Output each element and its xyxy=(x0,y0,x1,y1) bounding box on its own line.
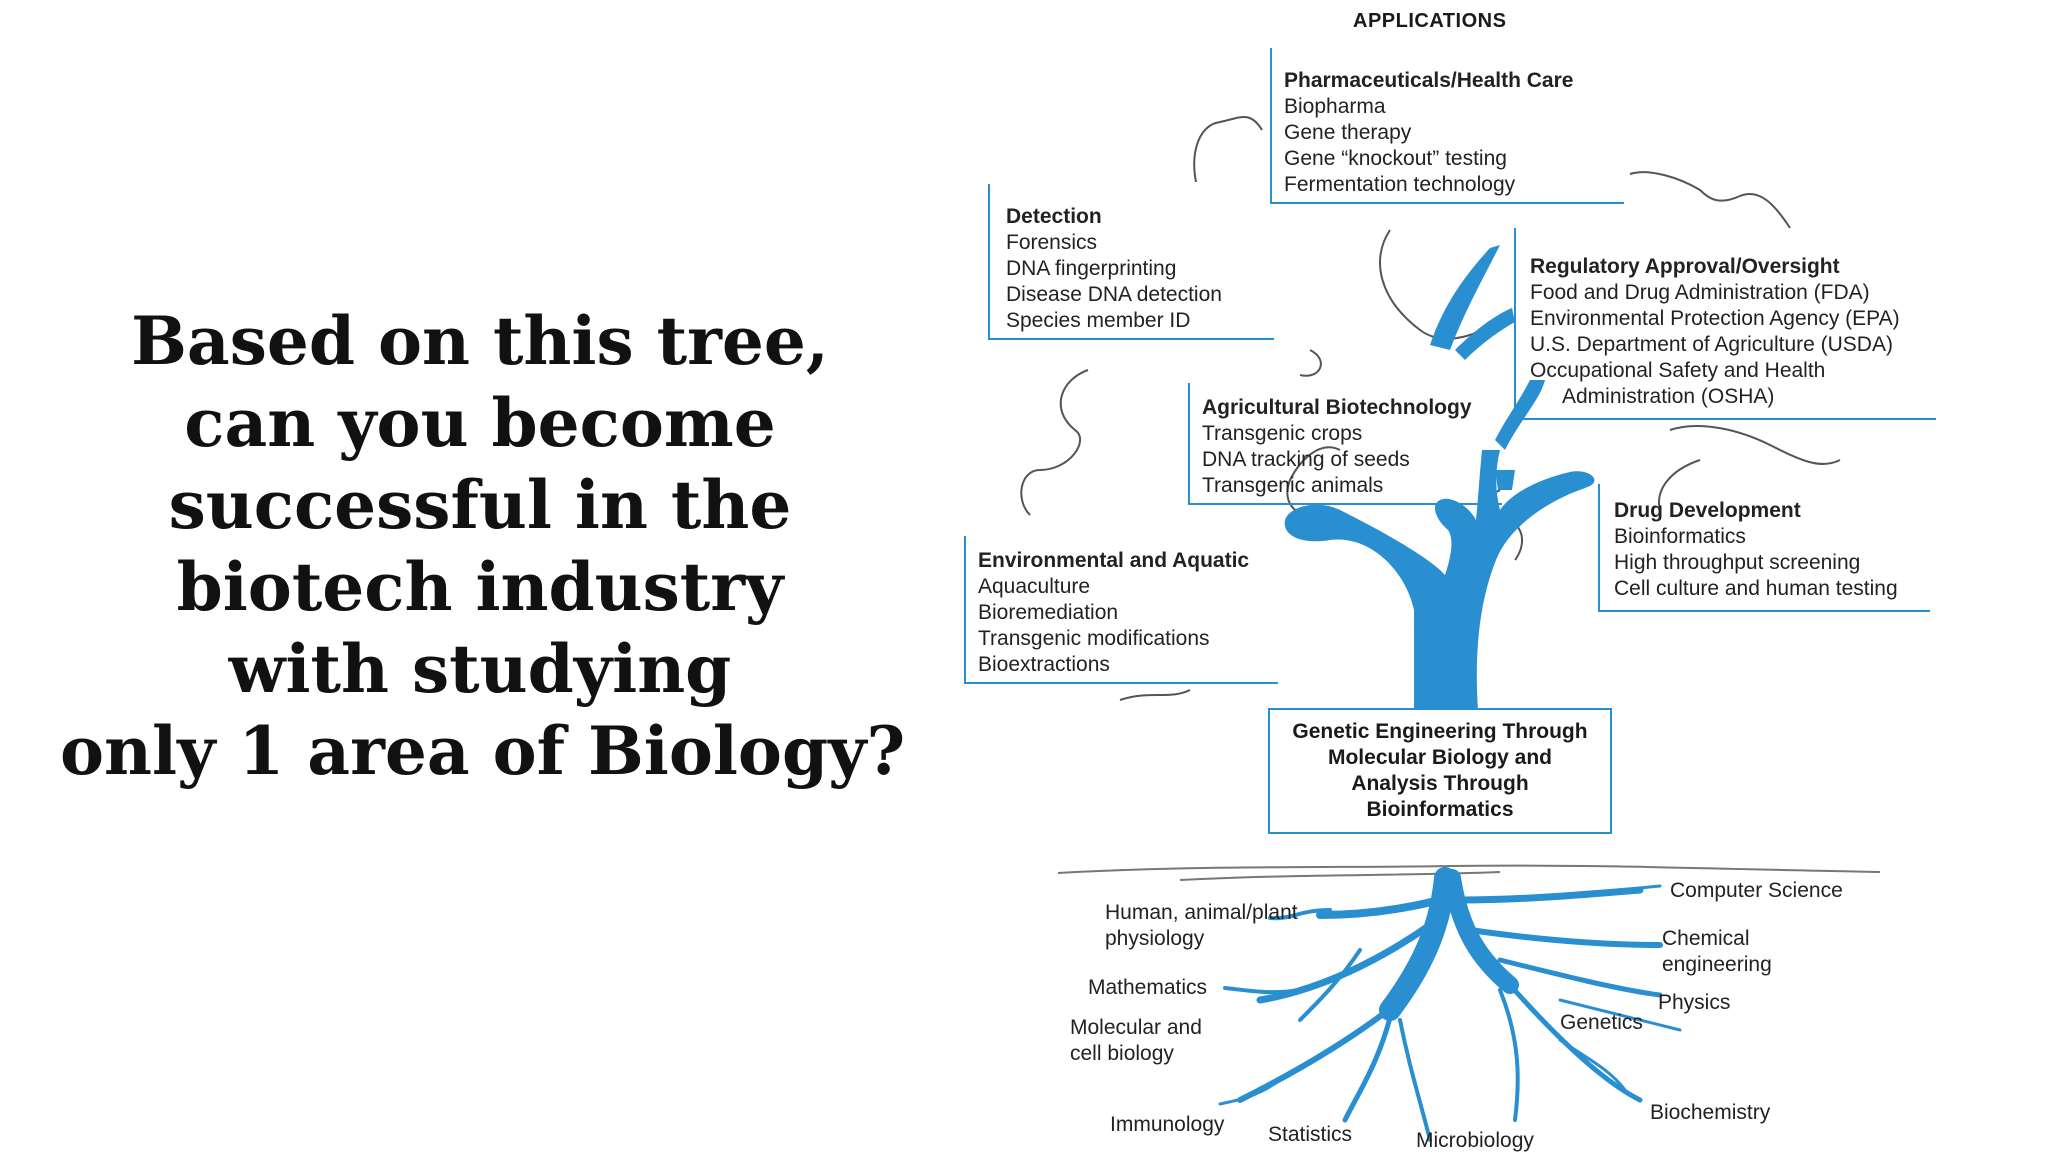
pharma-item: Gene therapy xyxy=(1284,121,1412,144)
root-label-line: Human, animal/plant xyxy=(1105,901,1298,924)
regulatory-item: Occupational Safety and Health xyxy=(1530,359,1826,382)
tree-roots xyxy=(1218,867,1682,1142)
root-label-statistics: Statistics xyxy=(1268,1123,1353,1146)
core-box: Genetic Engineering Through Molecular Bi… xyxy=(1268,708,1612,834)
environmental-item: Bioremediation xyxy=(978,601,1119,624)
ground-line xyxy=(1057,864,1881,881)
core-line: Bioinformatics xyxy=(1366,798,1514,821)
root-label-physics: Physics xyxy=(1658,991,1731,1014)
root-label-chemical-engineering: Chemical engineering xyxy=(1662,926,1772,978)
root-label-line: physiology xyxy=(1105,927,1205,950)
regulatory-box: Regulatory Approval/Oversight Food and D… xyxy=(1514,228,1936,420)
regulatory-item: U.S. Department of Agriculture (USDA) xyxy=(1530,333,1893,356)
question-line-1: Based on this tree, xyxy=(131,302,829,380)
agricultural-item: Transgenic animals xyxy=(1202,474,1384,497)
detection-item: Disease DNA detection xyxy=(1006,283,1222,306)
agricultural-item: Transgenic crops xyxy=(1202,422,1363,445)
question-line-3: successful in the xyxy=(168,466,792,544)
core-line: Molecular Biology and xyxy=(1327,746,1553,769)
question-line-4: biotech industry xyxy=(176,548,784,626)
environmental-item: Transgenic modifications xyxy=(978,627,1210,650)
regulatory-item: Administration (OSHA) xyxy=(1562,385,1775,408)
root-label-computer-science: Computer Science xyxy=(1670,879,1843,902)
agricultural-box: Agricultural Biotechnology Transgenic cr… xyxy=(1188,383,1502,505)
detection-box: Detection Forensics DNA fingerprinting D… xyxy=(988,184,1274,340)
regulatory-item: Environmental Protection Agency (EPA) xyxy=(1530,307,1900,330)
pharma-item: Fermentation technology xyxy=(1284,173,1516,196)
root-label-mathematics: Mathematics xyxy=(1088,976,1208,999)
root-label-microbiology: Microbiology xyxy=(1416,1129,1534,1152)
root-label-line: cell biology xyxy=(1070,1042,1174,1065)
environmental-title: Environmental and Aquatic xyxy=(978,549,1250,572)
agricultural-item: DNA tracking of seeds xyxy=(1202,448,1410,471)
question-text: Based on this tree, can you become succe… xyxy=(60,300,906,792)
root-label-line: engineering xyxy=(1662,953,1772,976)
root-label-immunology: Immunology xyxy=(1110,1113,1225,1136)
question-line-6: only 1 area of Biology? xyxy=(60,712,906,790)
environmental-item: Aquaculture xyxy=(978,575,1091,598)
agricultural-title: Agricultural Biotechnology xyxy=(1202,396,1472,419)
detection-item: Species member ID xyxy=(1006,309,1191,332)
question-line-5: with studying xyxy=(228,630,732,708)
drug-development-box: Drug Development Bioinformatics High thr… xyxy=(1598,484,1930,612)
root-label-molecular: Molecular and cell biology xyxy=(1070,1015,1202,1067)
tree-trunk xyxy=(1284,245,1595,710)
environmental-item: Bioextractions xyxy=(978,653,1110,676)
pharma-box: Pharmaceuticals/Health Care Biopharma Ge… xyxy=(1270,48,1624,204)
regulatory-item: Food and Drug Administration (FDA) xyxy=(1530,281,1870,304)
root-label-physiology: Human, animal/plant physiology xyxy=(1105,900,1298,952)
root-label-line: Molecular and xyxy=(1070,1016,1202,1039)
detection-item: DNA fingerprinting xyxy=(1006,257,1177,280)
detection-title: Detection xyxy=(1006,205,1102,228)
environmental-box: Environmental and Aquatic Aquaculture Bi… xyxy=(964,536,1278,684)
regulatory-title: Regulatory Approval/Oversight xyxy=(1530,255,1840,278)
pharma-item: Gene “knockout” testing xyxy=(1284,147,1507,170)
root-label-genetics: Genetics xyxy=(1560,1011,1643,1034)
applications-title: APPLICATIONS xyxy=(1353,10,1507,32)
pharma-item: Biopharma xyxy=(1284,95,1386,118)
drug-title: Drug Development xyxy=(1614,499,1801,522)
pharma-title: Pharmaceuticals/Health Care xyxy=(1284,69,1574,92)
question-line-2: can you become xyxy=(184,384,776,462)
root-label-line: Chemical xyxy=(1662,927,1750,950)
drug-item: Bioinformatics xyxy=(1614,525,1746,548)
canopy-outline xyxy=(1020,116,1841,701)
root-label-biochemistry: Biochemistry xyxy=(1650,1101,1771,1124)
drug-item: High throughput screening xyxy=(1614,551,1861,574)
detection-item: Forensics xyxy=(1006,231,1098,254)
drug-item: Cell culture and human testing xyxy=(1614,577,1898,600)
core-line: Genetic Engineering Through xyxy=(1292,720,1588,743)
core-line: Analysis Through xyxy=(1351,772,1529,795)
